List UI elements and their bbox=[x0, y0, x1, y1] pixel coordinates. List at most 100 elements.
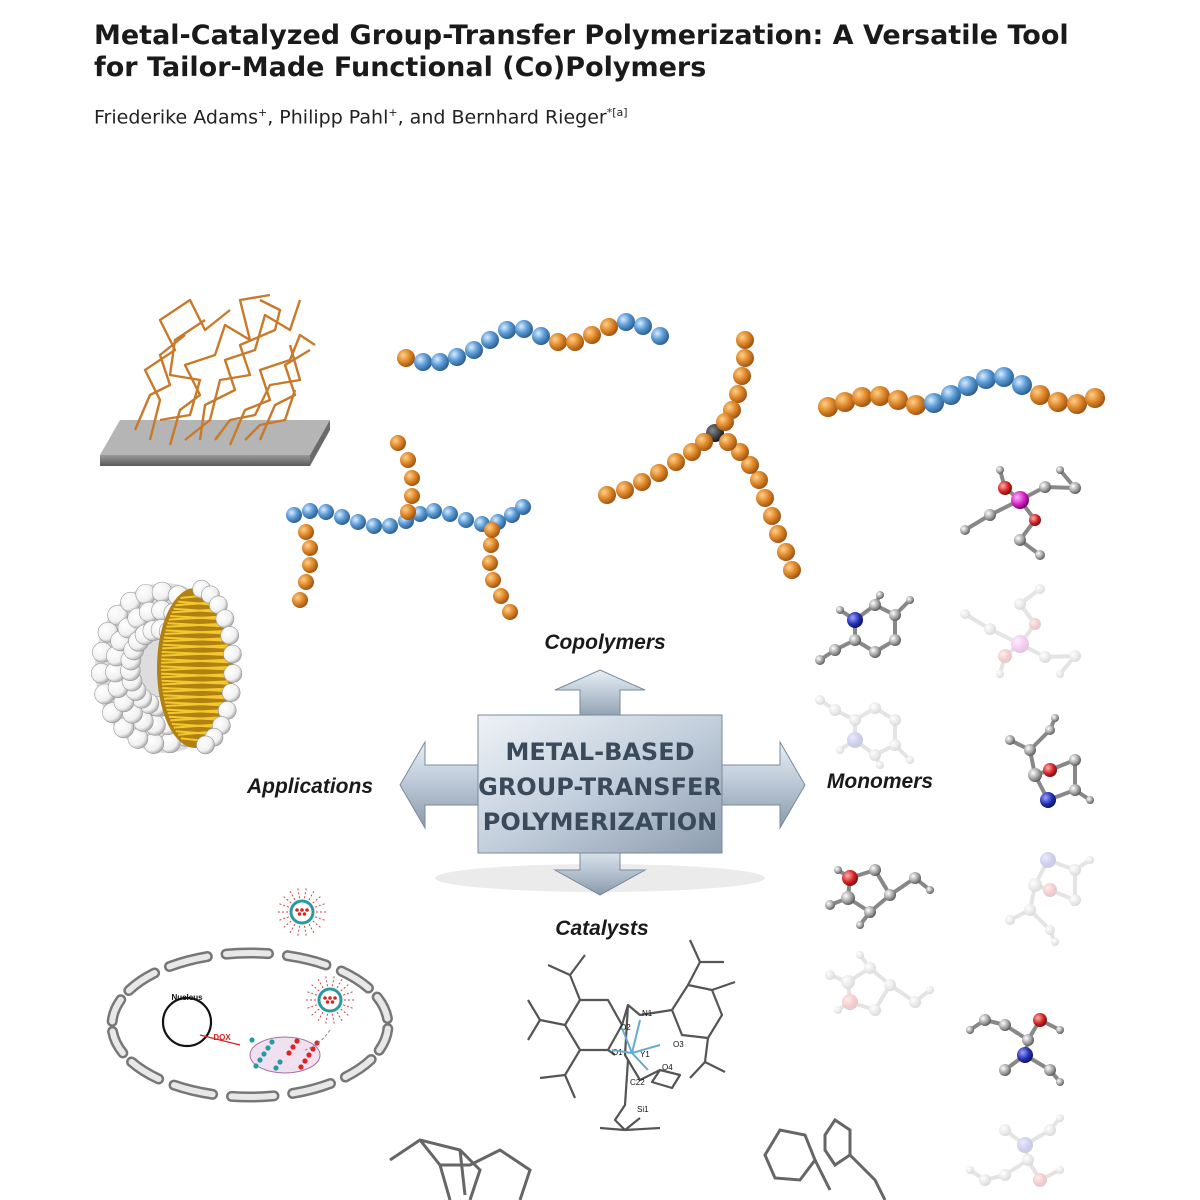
chain-bead bbox=[976, 369, 996, 389]
chain-bead bbox=[667, 453, 685, 471]
chain-bead bbox=[736, 349, 754, 367]
nucleus-label: Nucleus bbox=[171, 993, 203, 1002]
label-catalysts: Catalysts bbox=[555, 917, 648, 940]
chain-bead bbox=[888, 390, 908, 410]
chain-bead bbox=[504, 507, 520, 523]
atom-label: O1 bbox=[612, 1048, 623, 1057]
label-monomers: Monomers bbox=[827, 770, 933, 793]
chain-bead bbox=[286, 507, 302, 523]
atom-label: O3 bbox=[673, 1040, 684, 1049]
chain-bead bbox=[302, 503, 318, 519]
chain-bead bbox=[729, 385, 747, 403]
author-3-sup: *[a] bbox=[606, 106, 628, 119]
chain-bead bbox=[397, 349, 415, 367]
center-line-1: METAL-BASED bbox=[505, 738, 694, 766]
chain-bead bbox=[650, 464, 668, 482]
chain-bead bbox=[763, 507, 781, 525]
atom-label: C22 bbox=[630, 1078, 645, 1087]
chain-bead bbox=[1085, 388, 1105, 408]
chain-bead bbox=[390, 435, 406, 451]
catalyst-structure-bottom-left bbox=[389, 1138, 532, 1200]
label-applications: Applications bbox=[246, 775, 373, 798]
chain-bead bbox=[465, 341, 483, 359]
chain-bead bbox=[298, 574, 314, 590]
chain-bead bbox=[741, 456, 759, 474]
chain-bead bbox=[634, 317, 652, 335]
chain-bead bbox=[400, 452, 416, 468]
chain-bead bbox=[1030, 385, 1050, 405]
chain-bead bbox=[756, 489, 774, 507]
atom-label: O4 bbox=[662, 1063, 673, 1072]
chain-bead bbox=[502, 604, 518, 620]
chain-bead bbox=[481, 331, 499, 349]
atom-label: Si1 bbox=[637, 1105, 649, 1114]
micelle bbox=[90, 579, 243, 755]
chain-bead bbox=[1067, 394, 1087, 414]
chain-bead bbox=[733, 367, 751, 385]
chain-bead bbox=[924, 393, 944, 413]
chain-bead bbox=[404, 470, 420, 486]
chain-bead bbox=[292, 592, 308, 608]
chain-bead bbox=[719, 433, 737, 451]
chain-bead bbox=[431, 353, 449, 371]
chain-bead bbox=[400, 504, 416, 520]
chain-bead bbox=[617, 313, 635, 331]
arrow-up bbox=[554, 669, 646, 721]
chain-bead bbox=[583, 326, 601, 344]
chain-bead bbox=[334, 509, 350, 525]
center-box bbox=[477, 714, 723, 854]
chain-bead bbox=[941, 385, 961, 405]
polymer-chains bbox=[286, 313, 1105, 620]
chain-bead bbox=[736, 331, 754, 349]
author-1-sup: + bbox=[258, 106, 268, 119]
dox-label: DOX bbox=[213, 1033, 231, 1042]
arrow-left bbox=[399, 740, 481, 830]
chain-bead bbox=[716, 413, 734, 431]
title-line-1: Metal-Catalyzed Group-Transfer Polymeriz… bbox=[94, 20, 1069, 51]
cell-drug-delivery bbox=[106, 886, 394, 1103]
label-copolymers: Copolymers bbox=[544, 631, 665, 654]
chain-bead bbox=[412, 506, 428, 522]
catalyst-structure bbox=[527, 939, 736, 1132]
chain-bead bbox=[750, 471, 768, 489]
chain-bead bbox=[1012, 375, 1032, 395]
chain-bead bbox=[302, 540, 318, 556]
chain-bead bbox=[683, 443, 701, 461]
chain-bead bbox=[769, 525, 787, 543]
chain-bead bbox=[442, 506, 458, 522]
chain-bead bbox=[350, 514, 366, 530]
chain-bead bbox=[566, 333, 584, 351]
chain-bead bbox=[731, 443, 749, 461]
chain-bead bbox=[777, 543, 795, 561]
catalyst-structure-bottom-right bbox=[763, 1117, 887, 1200]
center-line-2: GROUP-TRANSFER bbox=[478, 773, 722, 801]
chain-bead bbox=[382, 518, 398, 534]
chain-bead bbox=[426, 503, 442, 519]
chain-bead bbox=[515, 320, 533, 338]
chain-bead bbox=[1048, 392, 1068, 412]
chain-bead bbox=[633, 473, 651, 491]
chain-bead bbox=[493, 588, 509, 604]
chain-bead bbox=[783, 561, 801, 579]
polymer-brush-surface bbox=[100, 293, 330, 466]
atom-label: N1 bbox=[642, 1009, 653, 1018]
chain-bead bbox=[298, 524, 314, 540]
chain-bead bbox=[958, 376, 978, 396]
author-2-sup: + bbox=[388, 106, 398, 119]
central-diagram: METAL-BASED GROUP-TRANSFER POLYMERIZATIO… bbox=[399, 669, 806, 896]
arrow-right bbox=[719, 740, 806, 830]
author-list: Friederike Adams+, Philipp Pahl+, and Be… bbox=[94, 106, 628, 128]
chain-bead bbox=[404, 488, 420, 504]
chain-bead bbox=[818, 397, 838, 417]
chain-bead bbox=[695, 433, 713, 451]
author-3: , and Bernhard Rieger bbox=[397, 106, 607, 129]
chain-bead bbox=[651, 327, 669, 345]
atom-label: Y1 bbox=[640, 1050, 650, 1059]
chain-bead bbox=[484, 522, 500, 538]
chain-bead bbox=[852, 387, 872, 407]
center-line-3: POLYMERIZATION bbox=[483, 808, 718, 836]
chain-bead bbox=[498, 321, 516, 339]
chain-bead bbox=[549, 333, 567, 351]
